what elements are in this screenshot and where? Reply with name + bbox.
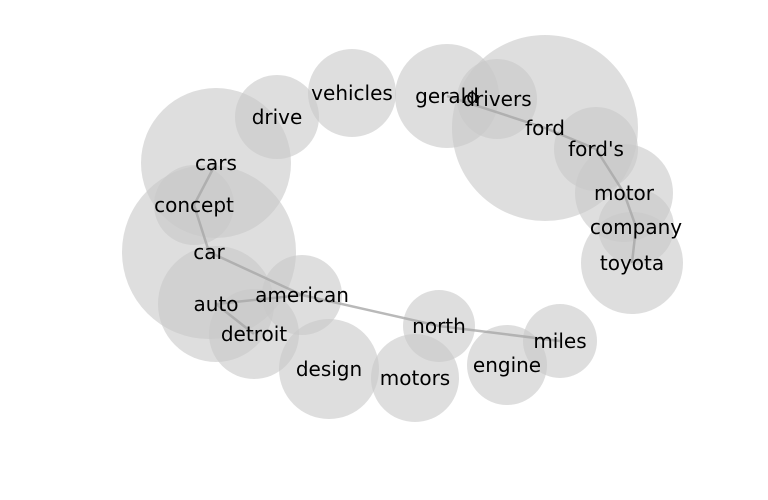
edge-car-american: [208, 250, 303, 297]
node-label-drive: drive: [252, 105, 303, 129]
edge-fords-motor: [594, 148, 626, 194]
node-label-vehicles: vehicles: [311, 81, 393, 105]
node-label-car: car: [193, 240, 225, 264]
edge-cars-concept: [192, 162, 218, 206]
node-label-miles: miles: [533, 329, 586, 353]
edge-company-toyota: [630, 226, 638, 264]
bubble-vehicles: [308, 49, 396, 137]
edge-layer: [192, 94, 638, 343]
edge-american-north: [301, 293, 440, 328]
edge-auto-detroit: [215, 303, 255, 335]
node-label-ford: ford: [525, 116, 565, 140]
edge-north-miles: [438, 324, 561, 343]
node-label-engine: engine: [473, 353, 541, 377]
node-label-fords: ford's: [568, 137, 624, 161]
node-label-design: design: [296, 357, 362, 381]
edge-gerald-ford: [446, 94, 546, 130]
node-label-company: company: [590, 215, 682, 239]
bubble-design: [279, 319, 379, 419]
node-label-american: american: [255, 283, 349, 307]
node-label-motors: motors: [380, 366, 450, 390]
edge-auto-american: [215, 293, 303, 306]
edge-motor-company: [622, 192, 638, 228]
node-label-concept: concept: [154, 193, 234, 217]
edge-concept-car: [192, 204, 211, 253]
node-label-auto: auto: [193, 292, 238, 316]
node-label-gerald: gerald: [415, 84, 479, 108]
node-label-cars: cars: [195, 151, 237, 175]
node-label-motor: motor: [594, 181, 655, 205]
node-label-detroit: detroit: [221, 322, 287, 346]
bubble-drive: [235, 75, 319, 159]
node-label-drivers: drivers: [462, 87, 531, 111]
edge-ford-fords: [544, 126, 597, 151]
node-label-toyota: toyota: [600, 251, 664, 275]
node-label-north: north: [412, 314, 466, 338]
label-layer: cars concept car drive vehicles geralddrivers…: [154, 81, 682, 390]
